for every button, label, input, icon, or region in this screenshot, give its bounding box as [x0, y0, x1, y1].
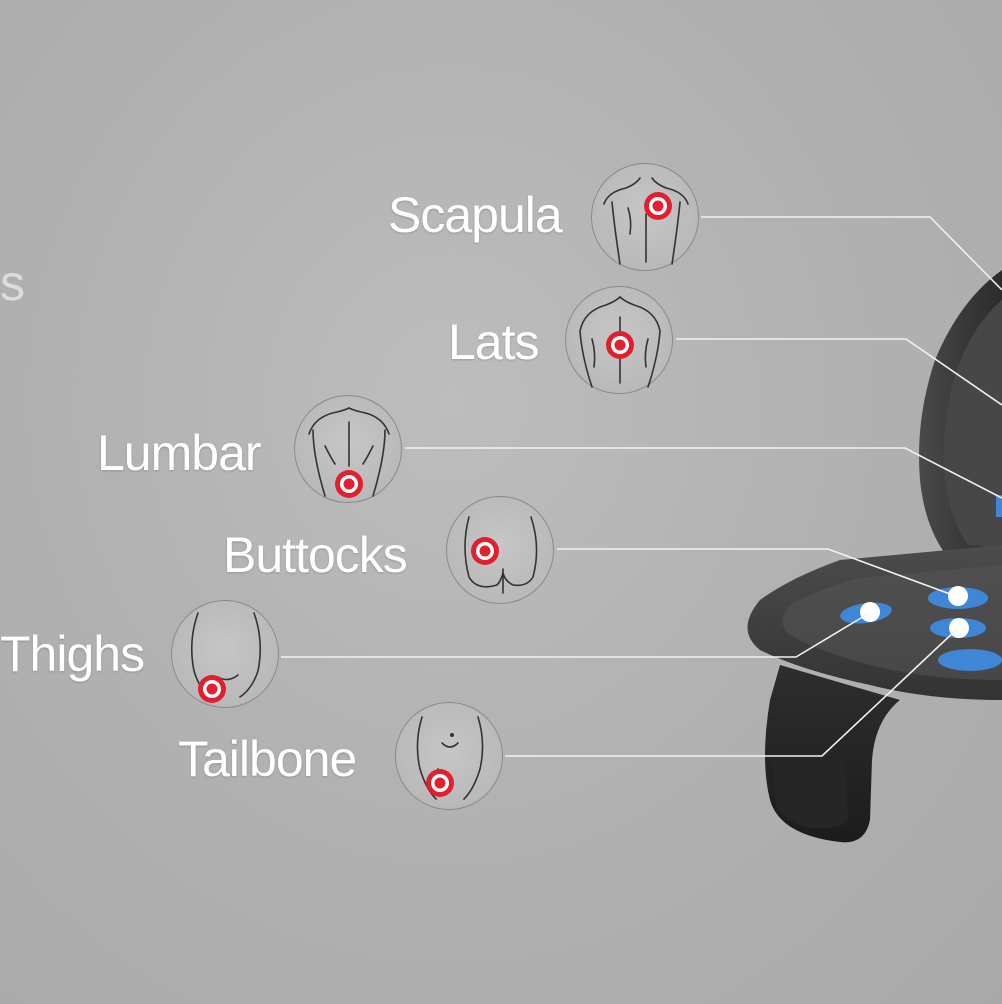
hips-icon [171, 600, 279, 708]
pointer-dot [949, 618, 969, 638]
leader-line-buttocks [557, 548, 951, 595]
mid-back-icon [565, 286, 673, 394]
zone-label-buttocks: Buttocks [223, 527, 408, 583]
pointer-dot [948, 586, 968, 606]
leader-line-scapula [701, 216, 1002, 291]
leader-line-thighs [281, 614, 867, 658]
zone-label-lumbar: Lumbar [97, 425, 262, 481]
zone-label-thighs: Thighs [0, 626, 145, 682]
zone-label-scapula: Scapula [388, 187, 563, 243]
buttocks-icon [446, 496, 554, 604]
partial-heading: s [0, 255, 25, 311]
massage-node [938, 649, 1002, 671]
leader-line-lats [676, 338, 1002, 406]
lower-back-icon [294, 395, 402, 503]
leader-line-lumbar [405, 447, 1002, 499]
abdomen-icon [395, 702, 503, 810]
zone-label-lats: Lats [448, 314, 540, 370]
upper-back-icon [591, 163, 699, 271]
zone-label-tailbone: Tailbone [178, 731, 357, 787]
pointer-dot [860, 602, 880, 622]
leader-line-tailbone [505, 629, 957, 757]
